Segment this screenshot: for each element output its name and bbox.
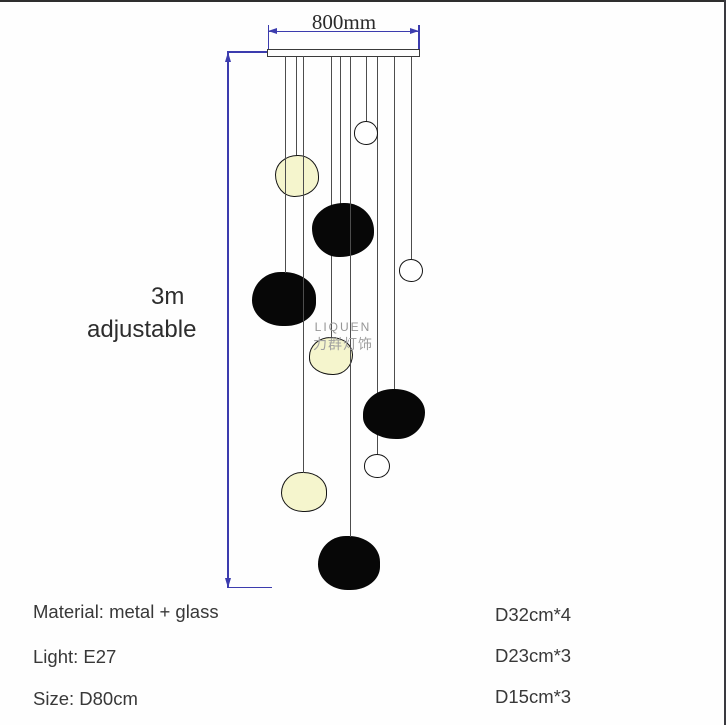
spec-size: Size: D80cm [33,688,138,709]
pendant-cord [350,56,352,537]
drop-adjustable-label: adjustable [87,316,197,343]
width-dimension-label: 800mm [311,10,377,34]
globe-black [318,536,380,590]
pendant-cord [285,56,287,273]
pendant-cord [377,56,379,455]
pendant-cord [303,56,305,473]
globe-black [363,389,425,439]
ceiling-plate [267,49,420,57]
drop-extension-line-top [227,51,268,53]
image-right-border [723,0,726,725]
drop-extension-line-bottom [227,587,272,589]
drop-dimension-line [227,52,229,588]
extension-tick-left [267,25,269,49]
arrowhead-down-icon [224,578,231,588]
arrowhead-up-icon [224,51,231,62]
globe-cream [309,337,353,375]
extension-tick-right [418,25,420,49]
width-dimension-line [268,30,419,32]
pendant-cord [366,56,368,122]
arrowhead-right-icon [410,27,419,34]
drop-length-label: 3m [151,283,185,310]
globe-cream [275,155,319,197]
pendant-cord [340,56,342,204]
spec-light: Light: E27 [33,646,117,667]
globe-white [354,121,378,145]
pendant-cord [411,56,413,259]
pendant-cord [331,56,333,338]
globe-white [364,454,390,478]
image-top-border [0,0,726,3]
globe-black [252,272,316,326]
pendant-cord [394,56,396,390]
globe-cream [281,472,327,512]
spec-shade-d23: D23cm*3 [495,645,572,666]
pendant-cord [296,56,298,156]
arrowhead-left-icon [268,27,277,34]
watermark-brand-latin: LIQUEN [314,320,372,334]
spec-shade-d15: D15cm*3 [495,686,572,707]
watermark-brand-chinese: 力群灯饰 [313,336,373,352]
spec-shade-d32: D32cm*4 [495,604,572,625]
globe-white [399,258,423,282]
globe-black [312,203,374,257]
spec-material: Material: metal + glass [33,601,219,622]
